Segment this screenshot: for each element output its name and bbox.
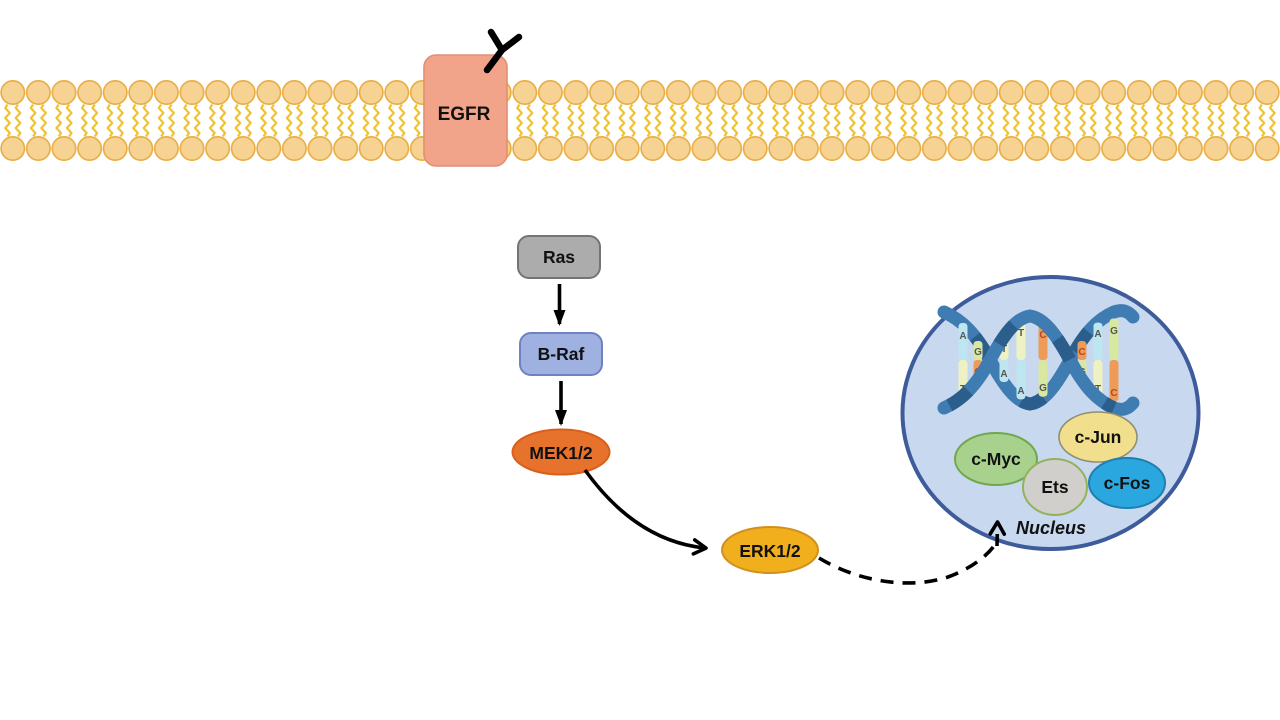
dna-strand-back-shade (941, 306, 1117, 411)
factor-c-jun: c-Jun (1058, 411, 1138, 463)
factor-c-fos: c-Fos (1088, 457, 1166, 509)
factor-ets: Ets (1022, 458, 1088, 516)
egfr-box (423, 54, 508, 167)
base-pair: TA (1016, 320, 1026, 400)
svg-text:G: G (1110, 326, 1118, 337)
mek-ellipse (511, 428, 611, 476)
svg-text:A: A (1017, 386, 1024, 397)
svg-text:C: C (1078, 347, 1085, 358)
svg-text:C: C (1039, 330, 1046, 341)
braf-box (519, 332, 603, 376)
arrow-mek-to-erk (583, 468, 708, 556)
mek-label: MEK1/2 (529, 443, 592, 463)
egfr-receptor: EGFR (423, 54, 508, 167)
node-erk: ERK1/2 (721, 526, 819, 574)
c-fos-label: c-Fos (1104, 473, 1151, 493)
node-ras: Ras (517, 235, 601, 279)
c-myc-label: c-Myc (971, 449, 1021, 469)
antibody-icon (483, 28, 523, 74)
factor-c-myc: c-Myc (954, 432, 1038, 486)
c-jun-label: c-Jun (1075, 427, 1122, 447)
lipid-bilayer-icon (0, 80, 1280, 161)
svg-text:C: C (1110, 388, 1117, 399)
ets-label: Ets (1041, 477, 1069, 497)
erk-label: ERK1/2 (739, 541, 801, 561)
braf-label: B-Raf (538, 344, 585, 364)
dna-strand-front (937, 309, 1140, 416)
arrow-erk-to-nucleus (818, 541, 998, 585)
svg-text:G: G (974, 347, 982, 358)
base-pair: GC (1109, 318, 1119, 402)
egfr-label: EGFR (438, 104, 491, 125)
ras-box (517, 235, 601, 279)
c-myc-ellipse (954, 432, 1038, 486)
dna-double-helix-icon: AT GC TA TA CG CG AT GC (937, 304, 1140, 416)
ets-ellipse (1022, 458, 1088, 516)
nucleus: AT GC TA TA CG CG AT GC c-Myc c-Jun Ets (900, 275, 1201, 551)
svg-text:A: A (1000, 369, 1007, 380)
nucleus-label: Nucleus (1016, 518, 1086, 538)
svg-text:G: G (1039, 383, 1047, 394)
ras-label: Ras (543, 247, 575, 267)
arrow-erk-to-nucleus-head (988, 520, 1007, 547)
svg-text:T: T (1018, 328, 1024, 339)
c-jun-ellipse (1058, 411, 1138, 463)
svg-text:T: T (1001, 344, 1007, 355)
node-mek: MEK1/2 (511, 428, 611, 476)
node-braf: B-Raf (519, 332, 603, 376)
svg-text:A: A (1094, 329, 1101, 340)
svg-text:A: A (959, 331, 966, 342)
erk-ellipse (721, 526, 819, 574)
c-fos-ellipse (1088, 457, 1166, 509)
